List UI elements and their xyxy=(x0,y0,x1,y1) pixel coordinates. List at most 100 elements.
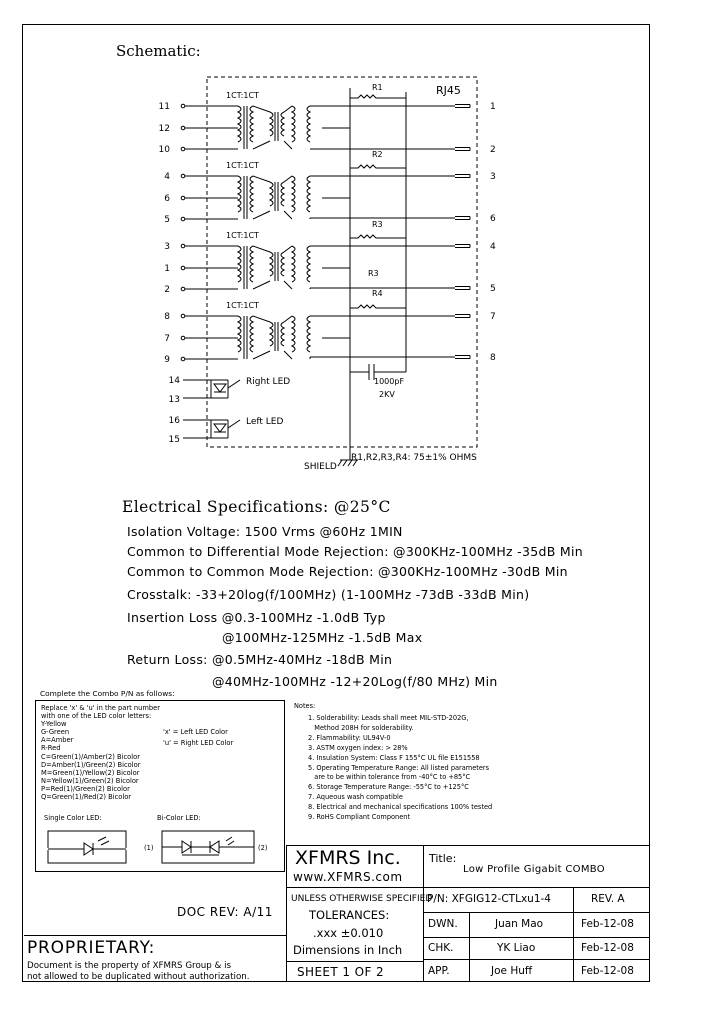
combo-line: G-Green xyxy=(41,728,70,737)
notes-title: Notes: xyxy=(294,702,316,710)
spec-cm-dm: Common to Differential Mode Rejection: @… xyxy=(127,544,583,559)
proprietary-rule xyxy=(24,935,286,936)
unless-specified: UNLESS OTHERWISE SPECIFIED xyxy=(291,894,433,904)
combo-x-note: 'x' = Left LED Color xyxy=(163,728,228,736)
combo-line: C=Green(1)/Amber(2) Bicolor xyxy=(41,752,140,761)
sheet-number: SHEET 1 OF 2 xyxy=(297,965,384,979)
note-item: 6. Storage Temperature Range: -55°C to +… xyxy=(308,783,469,792)
led-circuit xyxy=(183,379,241,439)
coil xyxy=(236,105,242,143)
coil xyxy=(306,315,312,353)
bicolor-led-1: (1) xyxy=(144,844,154,852)
proprietary-line2: not allowed to be duplicated without aut… xyxy=(27,972,250,982)
transformer-label: 1CT:1CT xyxy=(226,161,259,170)
right-led-label: Right LED xyxy=(246,377,290,387)
specs-title: Electrical Specifications: @25°C xyxy=(122,498,391,516)
coil xyxy=(268,251,274,277)
combo-line: Q=Green(1)/Red(2) Bicolor xyxy=(41,793,132,802)
note-item: Method 208H for solderability. xyxy=(308,723,414,732)
pin-dot xyxy=(180,103,186,109)
combo-led-symbols xyxy=(42,830,255,864)
note-item: 4. Insulation System: Class F 155°C UL f… xyxy=(308,753,480,762)
rj45-pin-1: 1 xyxy=(490,102,496,112)
note-item: 5. Operating Temperature Range: All list… xyxy=(308,763,490,772)
resistor-r3: R3 xyxy=(368,269,379,278)
proprietary-title: PROPRIETARY: xyxy=(27,938,156,958)
channel-3 xyxy=(180,234,471,292)
note-item: 1. Solderability: Leads shall meet MIL-S… xyxy=(308,714,469,722)
coil xyxy=(249,245,255,283)
coil xyxy=(290,175,296,213)
channel-2 xyxy=(180,164,471,222)
rj45-label: RJ45 xyxy=(436,84,461,97)
coil xyxy=(268,181,274,207)
pin-dot xyxy=(180,125,186,131)
checked-date: Feb-12-08 xyxy=(581,942,634,954)
coil xyxy=(290,315,296,353)
note-item: 8. Electrical and mechanical specificati… xyxy=(308,803,493,812)
channel-1 xyxy=(180,94,471,152)
proprietary-line1: Document is the property of XFMRS Group … xyxy=(27,961,232,971)
note-item: 9. RoHS Compliant Component xyxy=(308,813,411,822)
bicolor-led-label: Bi-Color LED: xyxy=(157,814,201,822)
left-pin-6: 6 xyxy=(164,194,170,204)
coil xyxy=(249,315,255,353)
resistor-note: R1,R2,R3,R4: 75±1% OHMS xyxy=(351,453,477,463)
combo-line: with one of the LED color letters: xyxy=(41,712,152,721)
coil xyxy=(249,175,255,213)
coil xyxy=(236,315,242,353)
spec-isolation: Isolation Voltage: 1500 Vrms @60Hz 1MIN xyxy=(127,524,403,539)
rj45-pin-2: 2 xyxy=(490,145,496,155)
coil xyxy=(249,105,255,143)
pin-dot xyxy=(180,356,186,362)
pin-dot xyxy=(180,286,186,292)
led-pin-16: 16 xyxy=(169,416,181,426)
combo-line: Replace 'x' & 'u' in the part number xyxy=(41,704,160,712)
drawn-label: DWN. xyxy=(428,918,458,930)
rj45-pin-4: 4 xyxy=(490,242,496,252)
capacitor-value: 1000pF xyxy=(374,377,404,386)
bicolor-led-2: (2) xyxy=(258,844,268,852)
resistor xyxy=(349,234,406,250)
note-item: are to be within tolerance from -40°C to… xyxy=(308,773,471,782)
led-pin-14: 14 xyxy=(169,376,181,386)
coil xyxy=(280,251,286,277)
shield-capacitor xyxy=(337,88,407,467)
revision: REV. A xyxy=(591,893,625,905)
spec-return-loss-2: @40MHz-100MHz -12+20Log(f/80 MHz) Min xyxy=(212,674,498,689)
left-pin-8: 8 xyxy=(164,312,170,322)
drawn-by: Juan Mao xyxy=(495,918,544,930)
note-item: 2. Flammability: UL94V-0 xyxy=(308,733,391,742)
note-item: 3. ASTM oxygen index: > 28% xyxy=(308,743,408,752)
rj45-pin-3: 3 xyxy=(490,172,496,182)
coil xyxy=(236,175,242,213)
tolerances-label: TOLERANCES: xyxy=(309,908,390,922)
pin-dot xyxy=(180,243,186,249)
module-outline xyxy=(206,76,478,448)
approved-label: APP. xyxy=(428,965,450,977)
left-pin-11: 11 xyxy=(159,102,170,112)
combo-line: Y-Yellow xyxy=(41,720,67,729)
transformer-label: 1CT:1CT xyxy=(226,301,259,310)
combo-line: P=Red(1)/Green(2) Bicolor xyxy=(41,784,130,793)
combo-u-note: 'u' = Right LED Color xyxy=(163,739,234,747)
left-pin-12: 12 xyxy=(159,124,170,134)
coil xyxy=(306,175,312,213)
led-pin-13: 13 xyxy=(169,395,180,405)
pin-dot xyxy=(180,216,186,222)
dimensions-unit: Dimensions in Inch xyxy=(293,943,403,957)
pin-dot xyxy=(180,195,186,201)
shield-label: SHIELD xyxy=(304,462,337,472)
coil xyxy=(280,111,286,137)
coil xyxy=(306,105,312,143)
coil xyxy=(280,181,286,207)
schematic-diagram: 111210121CT:1CT465361CT:1CT312451CT:1CT8… xyxy=(159,76,496,472)
note-item: 7. Aqueous wash compatible xyxy=(308,793,403,802)
coil xyxy=(290,105,296,143)
left-pin-10: 10 xyxy=(159,145,171,155)
approved-date: Feb-12-08 xyxy=(581,965,634,977)
rj45-pin-7: 7 xyxy=(490,312,496,322)
transformer-label: 1CT:1CT xyxy=(226,231,259,240)
transformer-label: 1CT:1CT xyxy=(226,91,259,100)
combo-line: R-Red xyxy=(41,744,61,753)
